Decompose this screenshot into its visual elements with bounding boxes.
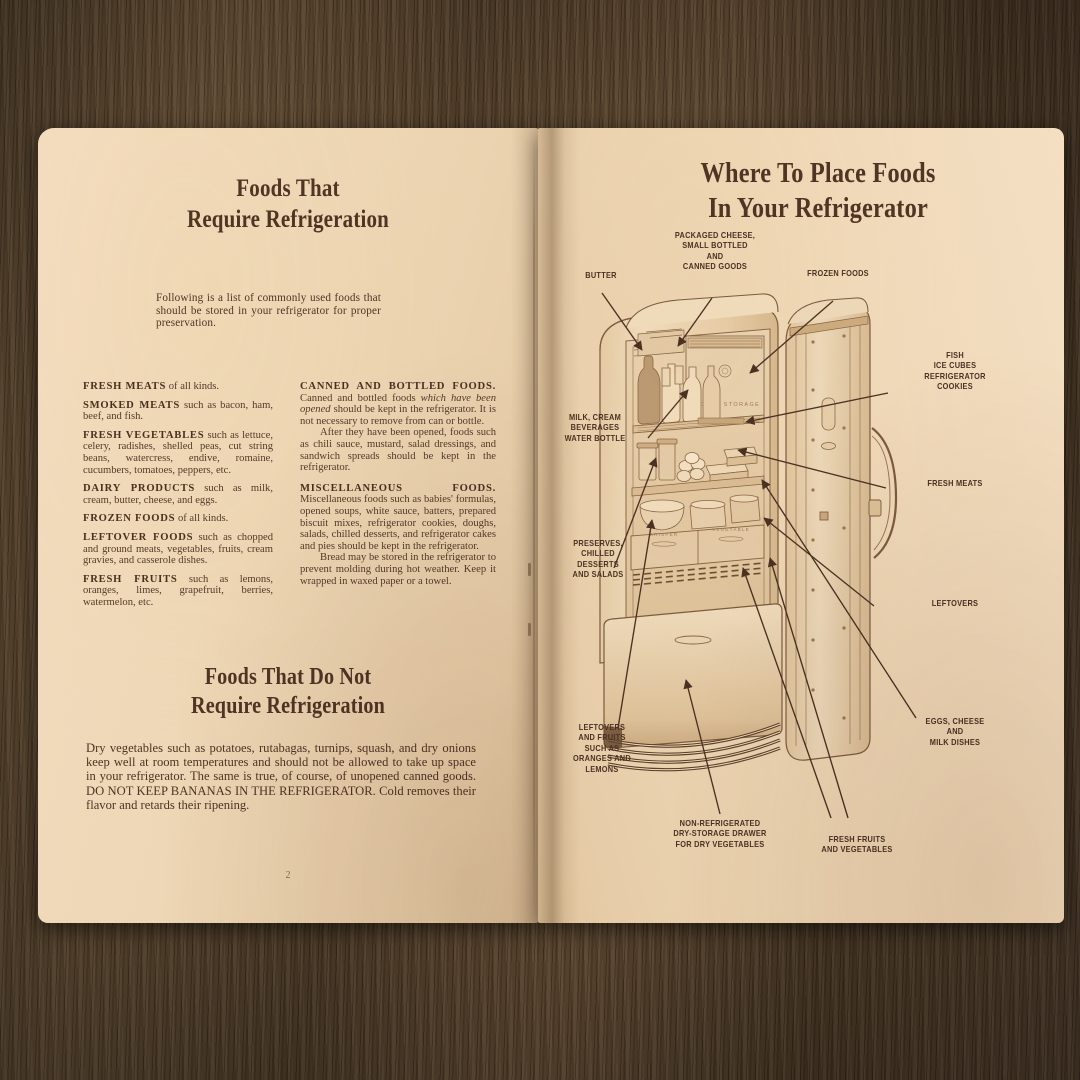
closing-paragraph: Dry vegetables such as potatoes, rutabag… — [86, 741, 476, 812]
callout-leftovers: LEFTOVERS — [931, 598, 979, 608]
heading-foods-require-refrigeration: Foods That Require Refrigeration — [112, 174, 465, 235]
svg-text:CRISPER: CRISPER — [650, 532, 679, 537]
leader-fresh-meats — [737, 447, 887, 489]
leader-fresh-fruits-veg-a — [741, 567, 832, 819]
spine-fold — [533, 136, 535, 918]
page-title: Where To Place Foods In Your Refrigerato… — [642, 156, 995, 227]
heading-foods-do-not-require-refrigeration: Foods That Do Not Require Refrigeration — [103, 663, 473, 722]
list-item: SMOKED MEATS such as bacon, ham, beef, a… — [83, 399, 273, 423]
heading-line-2: Require Refrigeration — [186, 205, 389, 233]
list-item: CANNED AND BOTTLED FOODS. Canned and bot… — [300, 381, 496, 474]
callout-preserves: PRESERVES, CHILLED DESSERTS AND SALADS — [572, 538, 624, 580]
callout-fish-ice-cubes: FISH ICE CUBES REFRIGERATOR COOKIES — [924, 350, 986, 392]
intro-paragraph: Following is a list of commonly used foo… — [156, 292, 381, 330]
list-item: FROZEN FOODS of all kinds. — [83, 513, 229, 525]
callout-eggs-cheese-milk: EGGS, CHEESE AND MILK DISHES — [925, 716, 985, 747]
callout-packaged-cheese: PACKAGED CHEESE, SMALL BOTTLED AND CANNE… — [674, 230, 756, 272]
heading-line-1: Foods That — [236, 175, 340, 202]
callout-leftovers-fruits: LEFTOVERS AND FRUITS SUCH AS ORANGES AND… — [573, 722, 631, 774]
leader-fish-ice-cubes — [745, 392, 889, 425]
svg-text:VEGETABLE: VEGETABLE — [712, 527, 750, 532]
list-item: MISCELLANEOUS FOODS. Miscellaneous foods… — [300, 482, 496, 587]
callout-leader-lines — [601, 292, 917, 819]
leader-fresh-fruits-veg-b — [767, 557, 849, 819]
callout-frozen-foods: FROZEN FOODS — [807, 268, 869, 278]
callout-fresh-meats: FRESH MEATS — [927, 478, 983, 488]
leader-frozen-foods — [749, 300, 834, 374]
leader-leftovers-fruits — [617, 519, 656, 729]
list-item: FRESH FRUITS such as lemons, oranges, li… — [83, 573, 273, 608]
list-item: FRESH MEATS of all kinds. — [83, 381, 220, 392]
leader-milk-cream — [647, 389, 689, 439]
right-page: Where To Place Foods In Your Refrigerato… — [538, 128, 1064, 923]
page-title-line-1: Where To Place Foods — [700, 157, 936, 189]
refrigerator-diagram: FROZEN STORAGE — [538, 128, 1064, 923]
open-booklet: Foods That Require Refrigeration Followi… — [38, 128, 1064, 923]
staple-upper — [528, 563, 531, 576]
list-item: DAIRY PRODUCTS such as milk, cream, butt… — [83, 483, 273, 506]
left-page: Foods That Require Refrigeration Followi… — [38, 128, 538, 923]
callout-milk-cream: MILK, CREAM BEVERAGES WATER BOTTLE — [564, 412, 626, 443]
leader-preserves — [613, 457, 658, 569]
leader-leftovers — [763, 517, 875, 607]
heading-line-1: Foods That Do Not — [204, 664, 372, 690]
callout-butter: BUTTER — [585, 270, 617, 280]
heading-line-2: Require Refrigeration — [190, 693, 386, 720]
food-list-column-left: FRESH MEATS of all kinds. SMOKED MEATS s… — [83, 381, 273, 616]
page-number: 2 — [285, 870, 291, 881]
leader-butter — [601, 292, 643, 351]
callout-fresh-fruits-veg: FRESH FRUITS AND VEGETABLES — [821, 834, 893, 855]
leader-dry-storage — [683, 679, 721, 815]
leader-packaged-cheese — [677, 297, 713, 347]
svg-text:FROZEN STORAGE: FROZEN STORAGE — [690, 402, 761, 408]
page-title-line-2: In Your Refrigerator — [708, 192, 928, 225]
refrigerator-illustration: FROZEN STORAGE — [599, 293, 898, 772]
staple-lower — [528, 623, 531, 636]
list-item: LEFTOVER FOODS such as chopped and groun… — [83, 531, 273, 567]
callout-dry-storage: NON-REFRIGERATED DRY-STORAGE DRAWER FOR … — [673, 818, 767, 849]
food-list-column-right: CANNED AND BOTTLED FOODS. Canned and bot… — [300, 381, 496, 594]
leader-eggs-cheese-milk — [761, 479, 917, 719]
list-item: FRESH VEGETABLES such as lettuce, celery… — [83, 429, 273, 476]
